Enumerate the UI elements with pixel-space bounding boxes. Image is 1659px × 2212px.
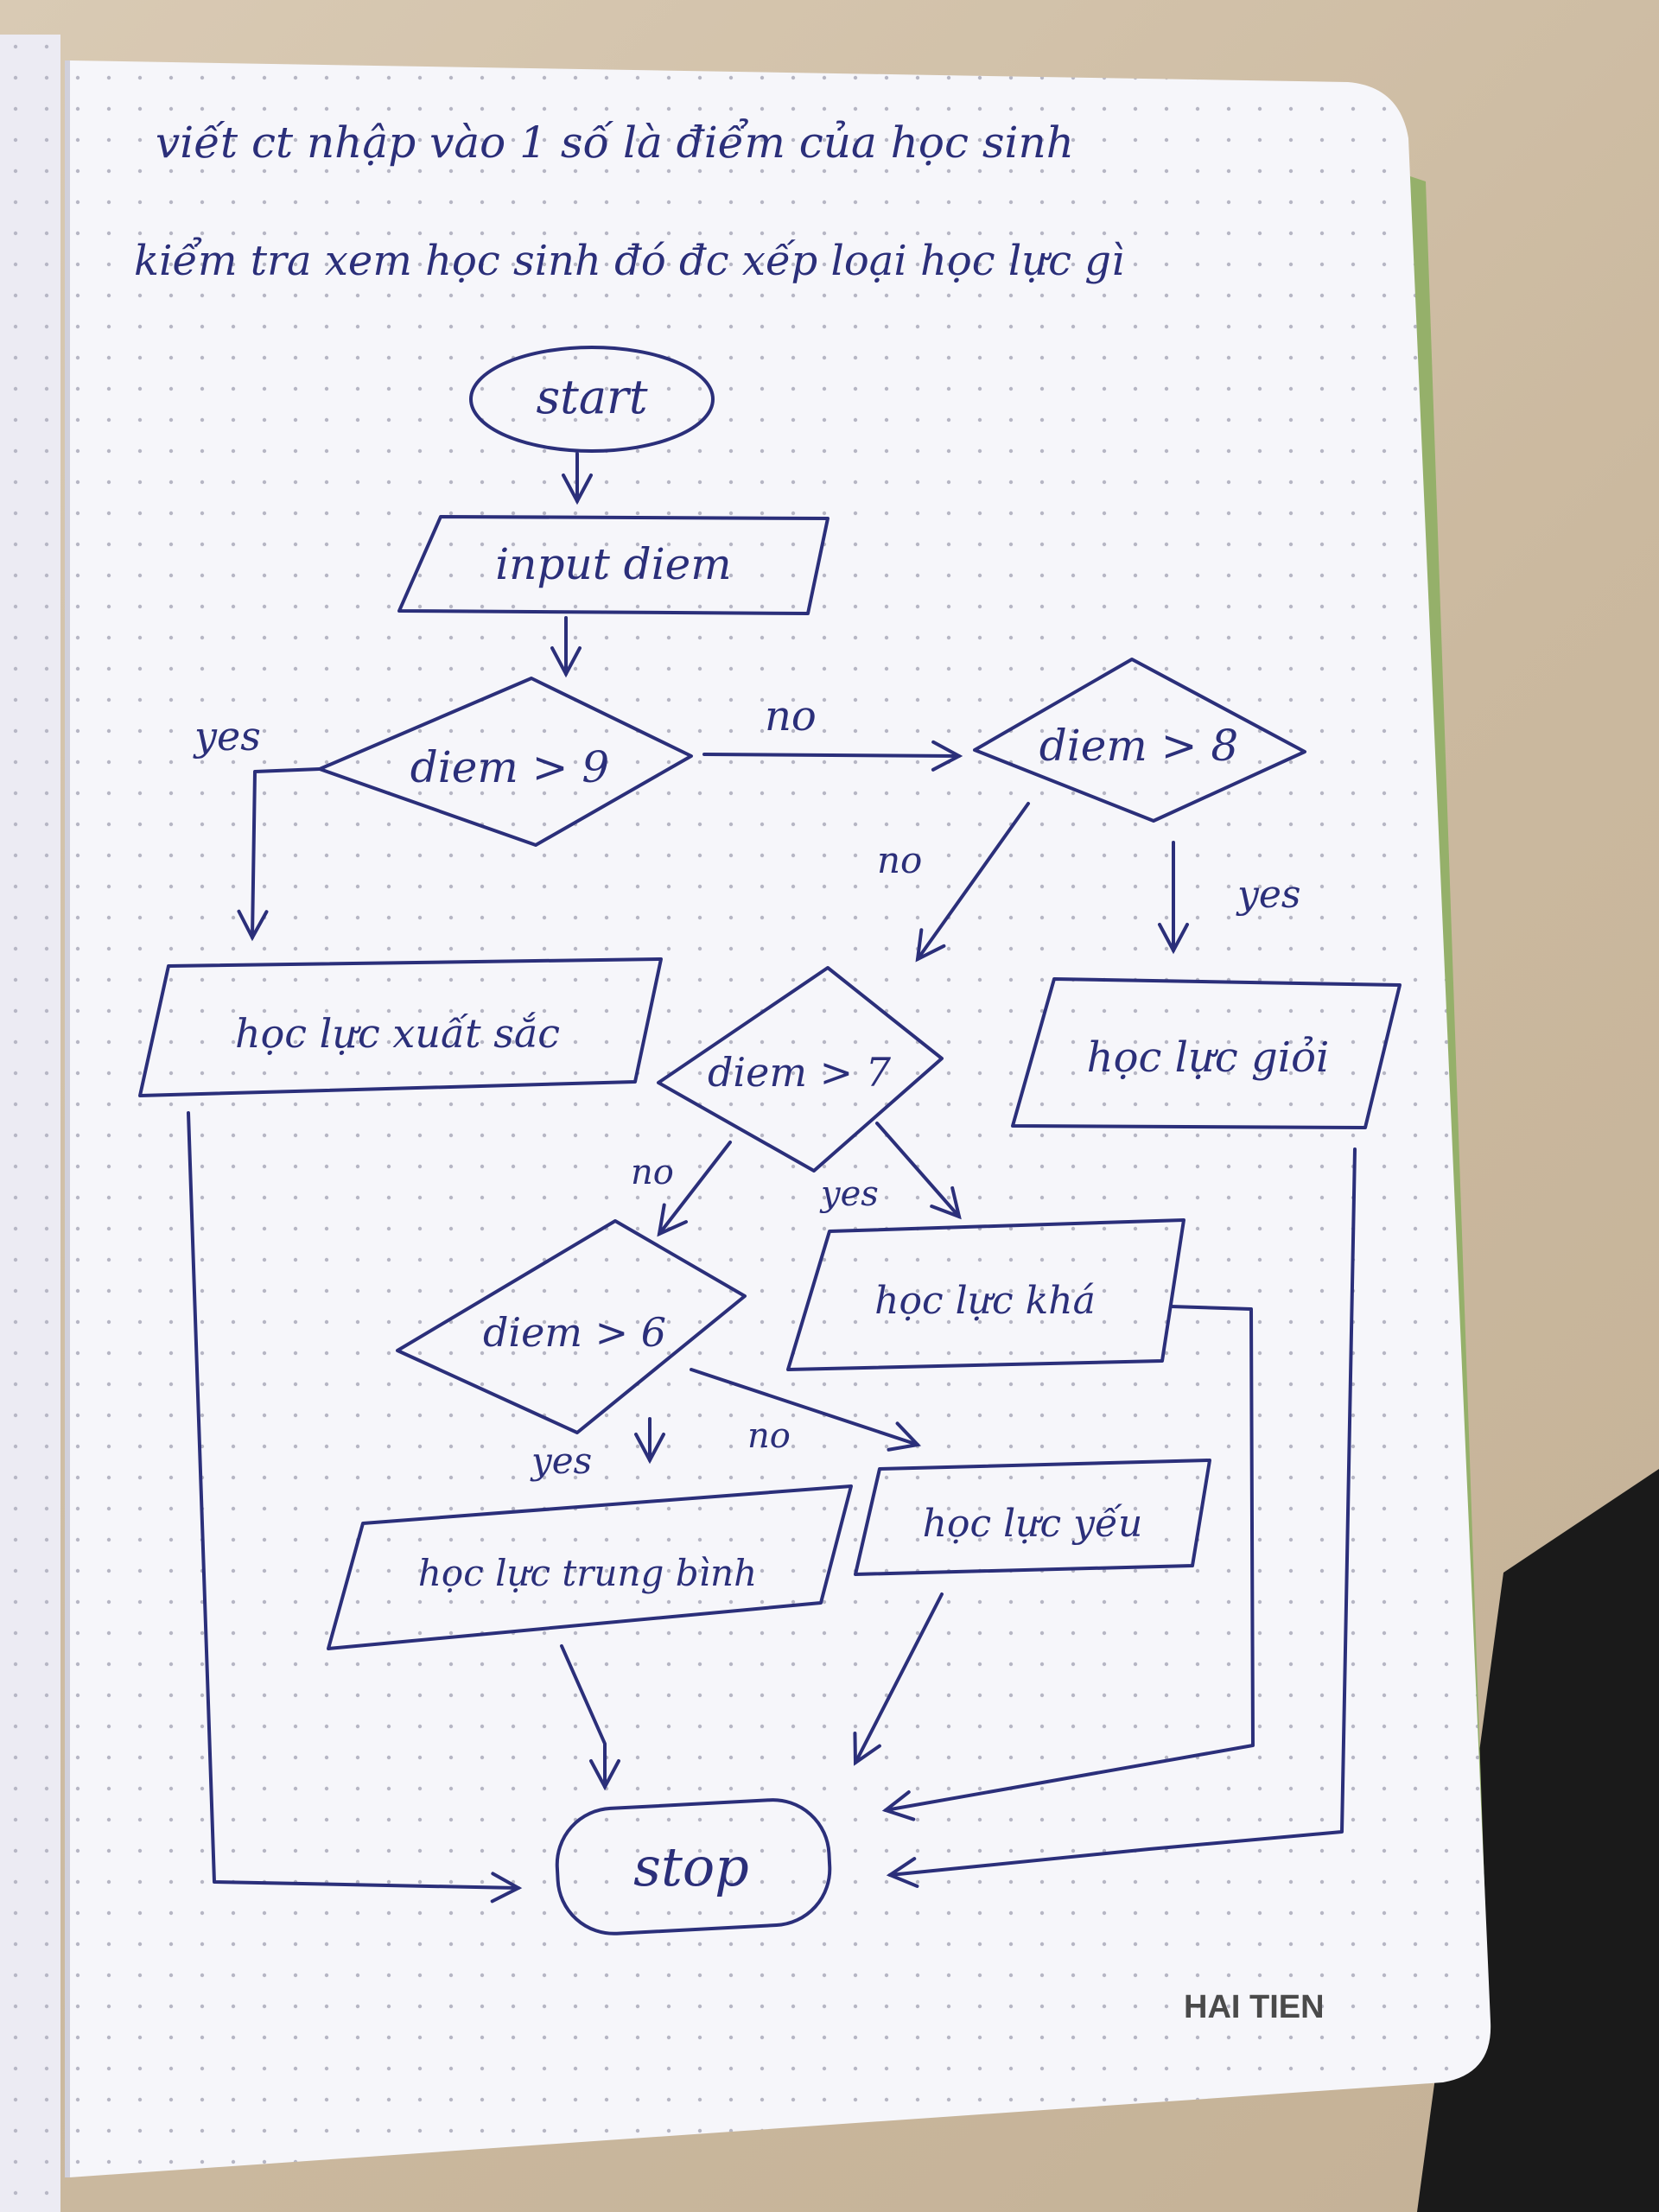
arrow-d9-yes [237,767,321,942]
decision-9-label: diem > 9 [410,742,610,792]
result-xuat-sac-label: học lực xuất sắc [235,1010,560,1057]
arrow-trung-binh-to-stop [560,1644,620,1791]
label-yes-d6: yes [530,1440,592,1482]
decision-8-label: diem > 8 [1039,721,1239,771]
result-kha-label: học lực khá [874,1279,1096,1323]
input-box [397,515,830,615]
arrow-d6-no [690,1368,922,1452]
decision-7-label: diem > 7 [708,1049,892,1096]
arrow-d8-no [915,802,1030,963]
start-label: start [536,370,647,424]
heading-line-2: kiểm tra xem học sinh đó đc xếp loại học… [134,237,1124,285]
result-gioi-label: học lực giỏi [1087,1033,1330,1082]
arrow-d9-no [702,740,963,772]
label-no-d7: no [631,1153,674,1192]
result-yeu-label: học lực yếu [923,1502,1143,1546]
result-box-xuat-sac [138,957,663,1097]
result-box-gioi [1011,977,1402,1129]
arrow-yeu-to-stop [853,1592,944,1766]
input-label: input diem [495,539,731,589]
label-no-d8: no [877,839,922,881]
label-no-d9: no [765,692,817,741]
decision-diem-8 [973,658,1306,823]
arrow-d7-yes [875,1122,962,1220]
stop-label: stop [633,1835,749,1898]
start-terminal [469,346,715,453]
label-no-d6: no [747,1416,791,1456]
arrow-d7-no [657,1141,732,1237]
decision-diem-6 [396,1219,747,1434]
stop-terminal [555,1798,832,1936]
result-box-yeu [854,1459,1211,1576]
arrow-xuat-sac-to-stop [187,1111,523,1904]
result-box-trung-binh [327,1484,853,1650]
arrow-gioi-to-stop [886,1147,1357,1888]
result-box-kha [786,1218,1185,1371]
decision-diem-9 [318,677,693,847]
decision-6-label: diem > 6 [483,1309,666,1356]
label-yes-d9: yes [193,713,261,760]
arrow-kha-to-stop [881,1305,1255,1821]
heading-line-1: viết ct nhập vào 1 số là điểm của học si… [156,118,1074,168]
label-yes-d8: yes [1236,873,1300,917]
decision-diem-7 [657,966,944,1173]
result-trung-binh-label: học lực trung bình [418,1552,757,1594]
label-yes-d7: yes [819,1174,879,1214]
brand-logo-text: HAI TIEN [1184,1989,1325,2025]
